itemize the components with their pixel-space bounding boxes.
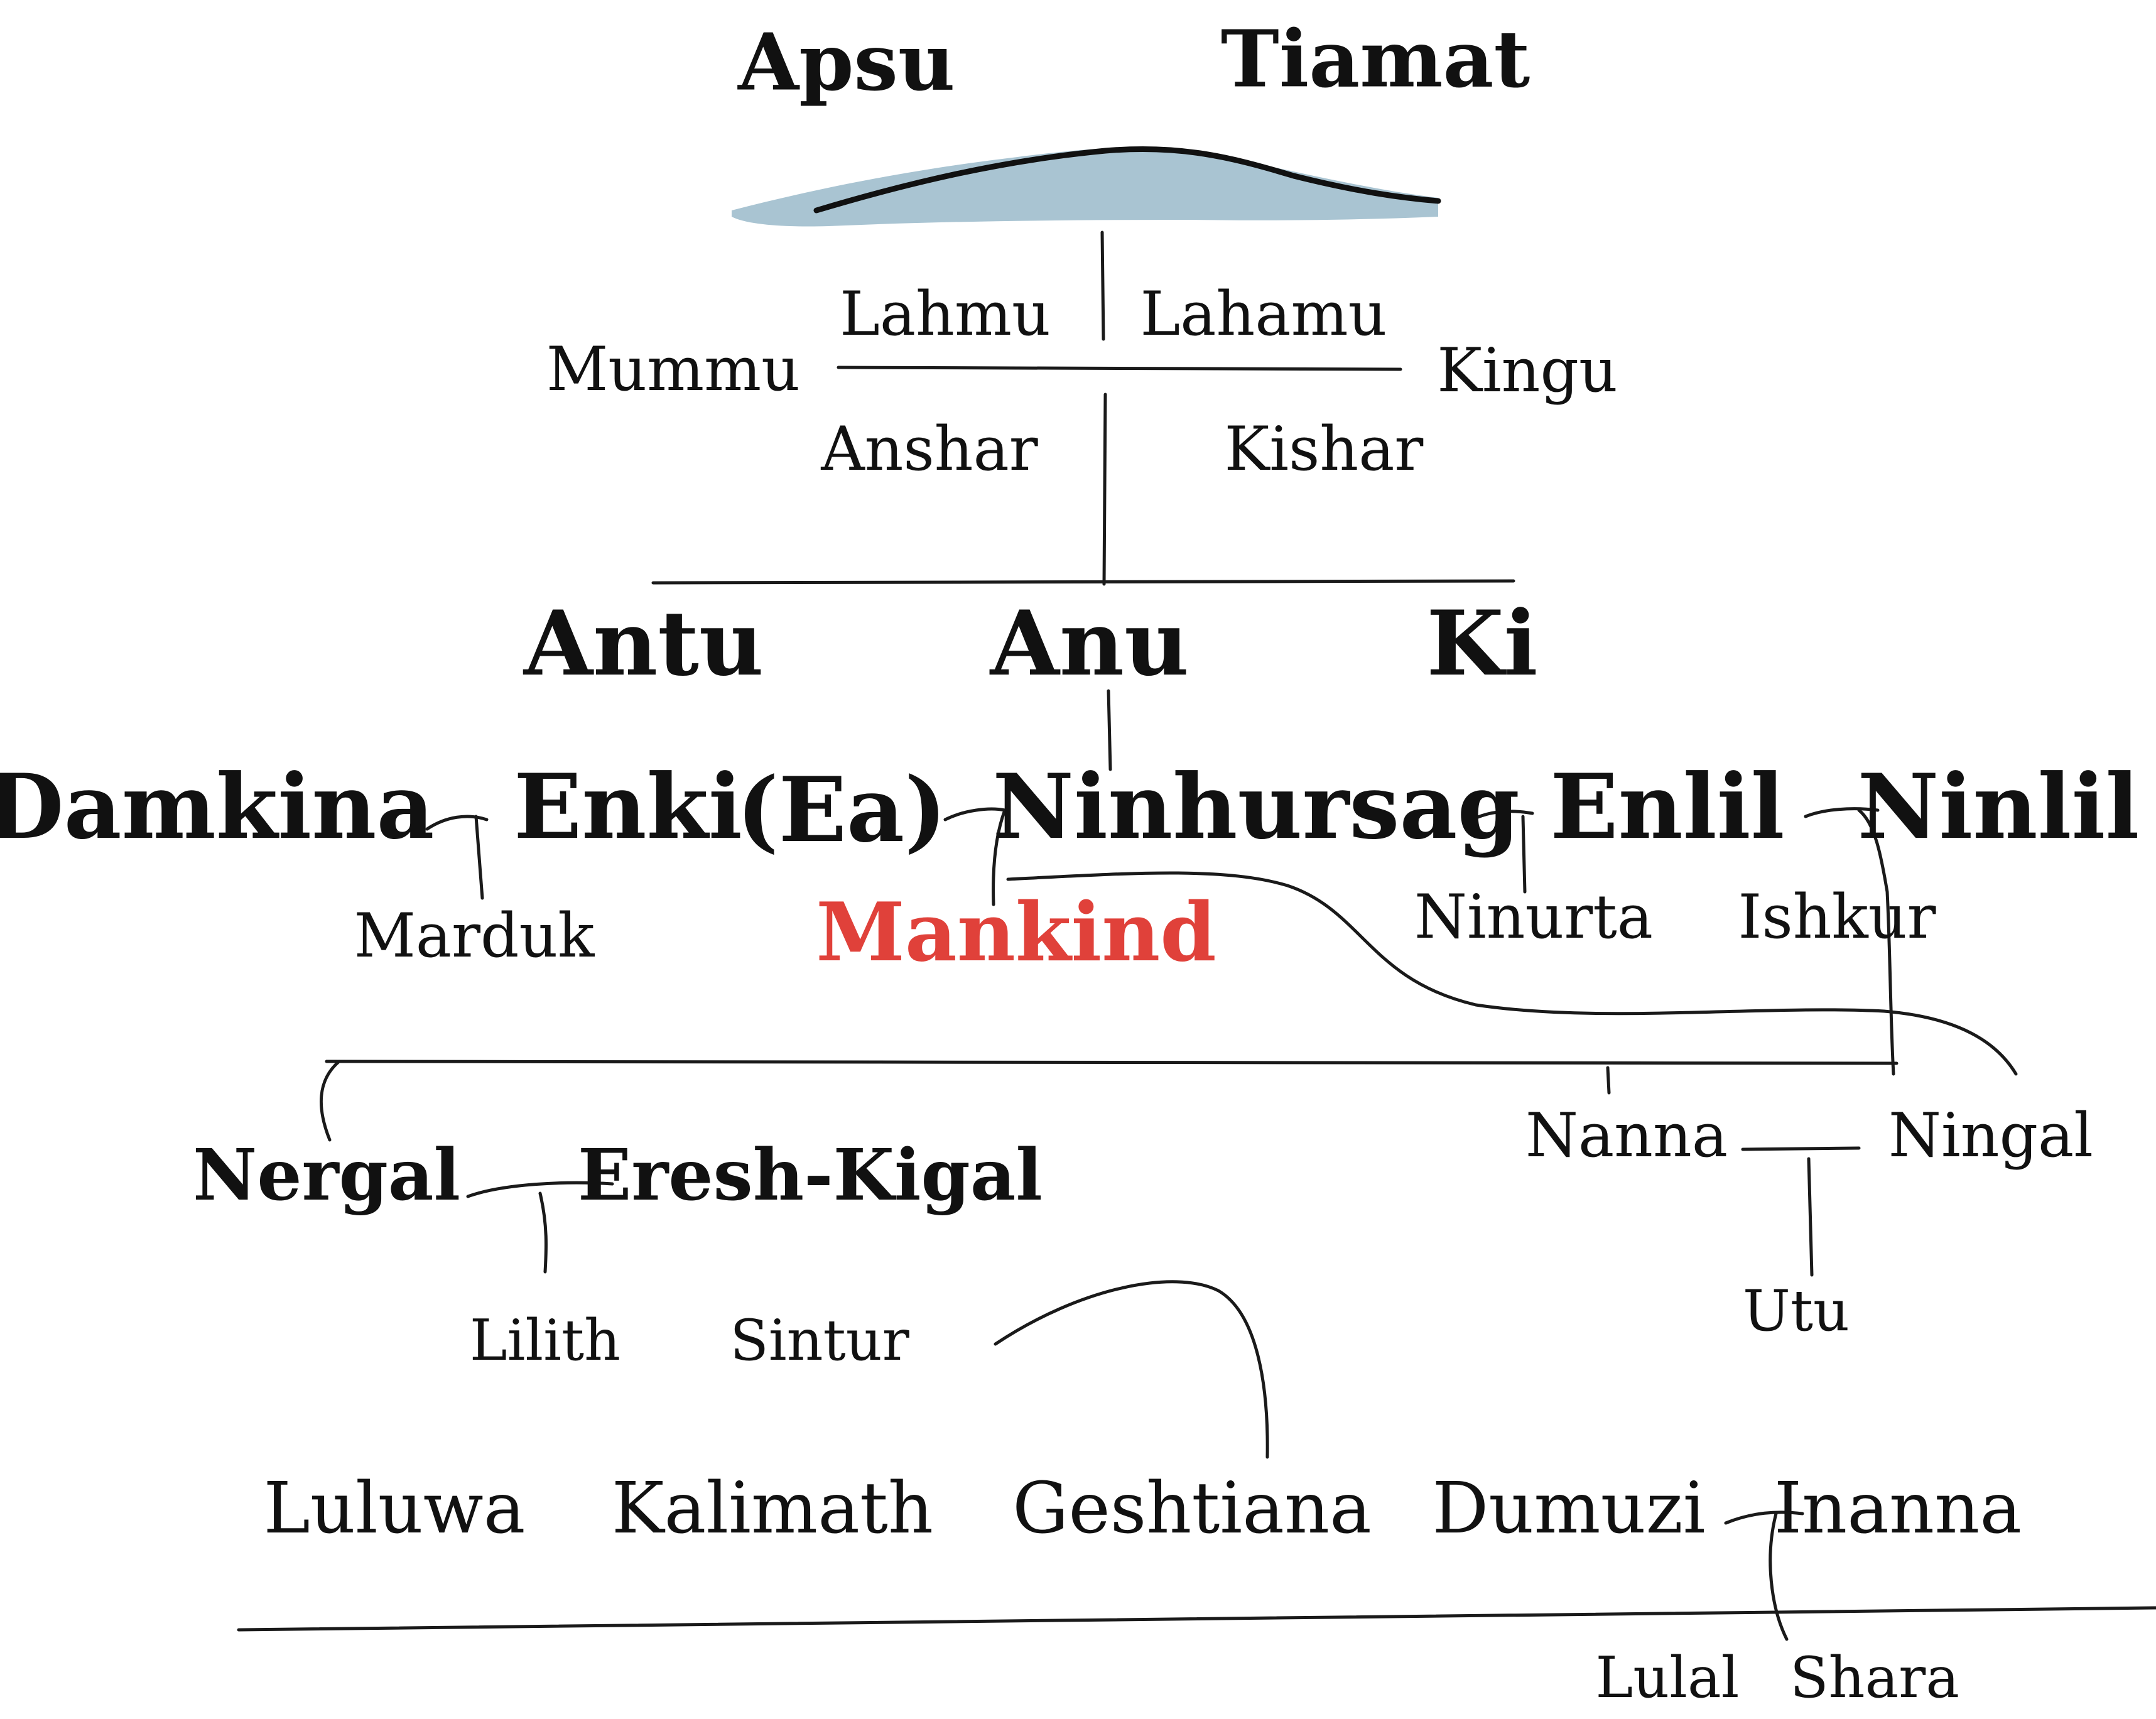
node-enlil: Enlil [1550,755,1785,859]
node-geshtiana: Geshtiana [1012,1468,1372,1549]
node-damkina: Damkina [0,755,435,859]
node-ninurta: Ninurta [1414,882,1654,952]
node-ninhursag: Ninhursag [992,755,1520,859]
connector-lulal-shara [1769,1512,1789,1641]
node-utu: Utu [1743,1278,1850,1344]
node-tiamat: Tiamat [1220,13,1530,106]
connector-nanna-ningal [1741,1146,1861,1151]
node-marduk: Marduk [354,901,595,971]
connector-dumuzi-inanna [1724,1510,1804,1525]
connector-long-curve [1006,871,2018,1076]
node-antu: Antu [523,592,764,696]
connector-enlil-ninlil [1804,807,1880,818]
connector-anshar-kishar [1102,393,1107,586]
connector-ninhursag-enlil [1465,810,1534,825]
connector-sintur-geshtiana [994,1280,1269,1459]
connector-generation-rule [651,579,1515,585]
node-enki: Enki [514,755,742,859]
node-kishar: Kishar [1224,414,1424,484]
connector-mankind [992,808,1007,906]
node-mummu: Mummu [546,334,801,404]
node-lahmu: Lahmu [840,279,1051,349]
node-lahamu: Lahamu [1140,279,1387,349]
node-ningal: Ningal [1888,1100,2093,1171]
node-eresh-kigal: Eresh-Kigal [578,1134,1043,1217]
node-sintur: Sintur [730,1308,909,1374]
node-ki: Ki [1426,592,1538,696]
primordial-waters-crest [813,146,1441,214]
connector-marduk [474,815,484,900]
connector-ea-ninhursag [943,807,1007,822]
node-kingu: Kingu [1437,335,1618,406]
node-ninlil: Ninlil [1857,755,2140,859]
node-luluwa: Luluwa [263,1468,526,1549]
node-anu: Anu [990,592,1189,696]
node-apsu: Apsu [738,16,955,109]
connector-mummu-kingu [837,366,1402,371]
node-shara: Shara [1790,1645,1959,1711]
connector-apsu-tiamat [1100,230,1105,341]
node-nergal: Nergal [192,1134,461,1217]
node-mankind: Mankind [816,886,1216,980]
connector-anu-ninhursag [1107,689,1112,771]
connector-nanna-tick [1606,1066,1611,1095]
node-nanna: Nanna [1525,1100,1728,1171]
node-inanna: Inanna [1774,1468,2022,1549]
connector-ishkur [1857,808,1895,1076]
node-lilith: Lilith [469,1308,621,1374]
node-kalimath: Kalimath [611,1468,934,1549]
node-anshar: Anshar [821,414,1038,484]
connector-lilith [538,1191,548,1274]
node-lulal: Lulal [1595,1645,1740,1711]
connector-utu [1807,1157,1814,1277]
node-dumuzi: Dumuzi [1432,1468,1706,1549]
connector-bottom-rule [237,1606,2156,1632]
connector-wide-rule [325,1058,1899,1065]
node-ishkur: Ishkur [1738,882,1936,952]
connector-nergal-ereshkigal [466,1181,614,1198]
connector-damkina-enki [425,815,489,831]
connector-nergal-hook [320,1060,341,1142]
node-ea: (Ea) [736,758,947,862]
connector-ninurta [1521,815,1527,894]
